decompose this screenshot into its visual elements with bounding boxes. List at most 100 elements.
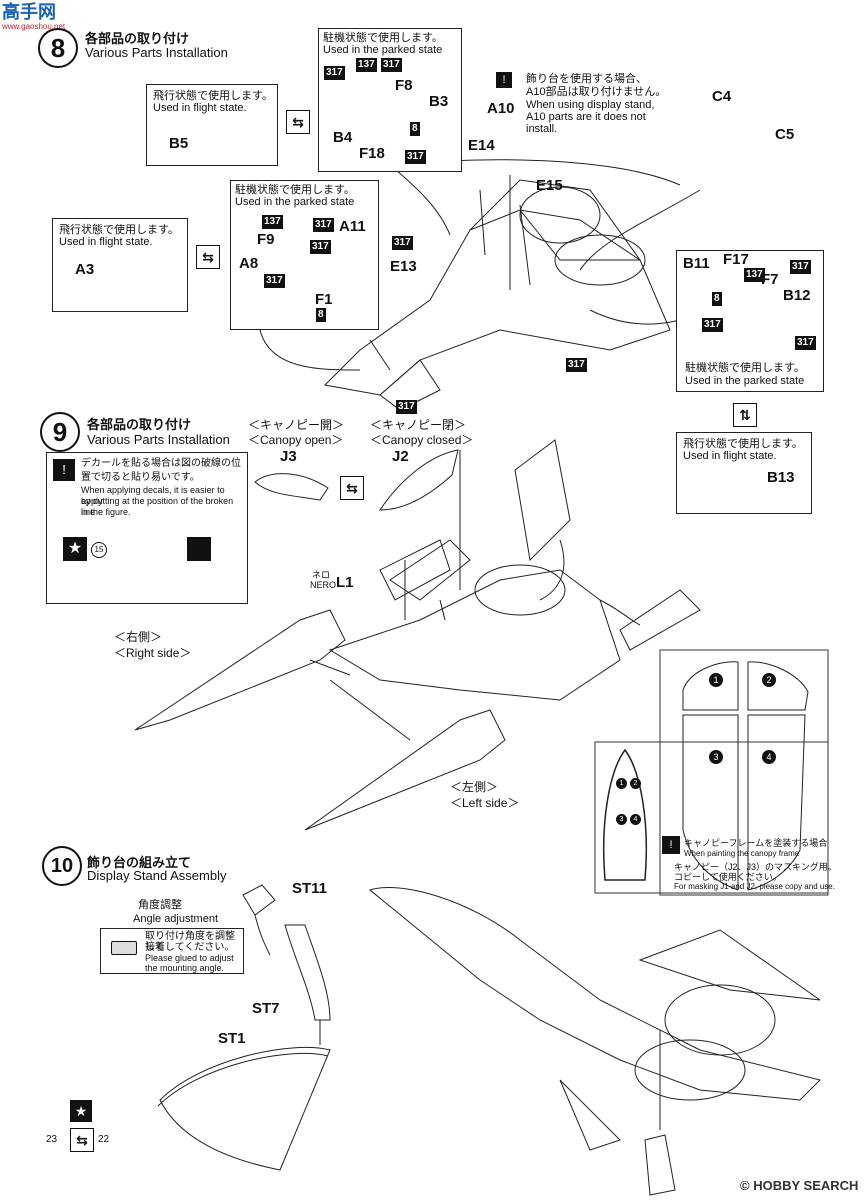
part-label-b12: B12 (783, 287, 811, 304)
glue-tube-icon (111, 941, 137, 955)
decal-note-jp1: デカールを貼る場合は図の破線の位 (81, 458, 241, 469)
part-label-c5: C5 (775, 126, 795, 143)
mask-label-1-small: 1 (616, 778, 627, 789)
decal-note-en3: in the figure. (81, 507, 131, 517)
flight-note-en: Used in flight state. (59, 236, 153, 248)
canopy-closed-jp: ＜キャノピー閉＞ (370, 418, 467, 432)
paint-code: 317 (396, 400, 417, 414)
step-number-10: 10 (42, 846, 82, 886)
info-icon: ! (496, 72, 512, 88)
parked-note-en: Used in the parked state (685, 375, 805, 387)
glue-note-en1: Please glued to adjust (145, 953, 234, 963)
decal-note-en2: by cutting at the position of the broken… (81, 496, 234, 517)
part-label-st7: ST7 (252, 1000, 280, 1017)
angle-jp: 角度調整 (138, 899, 182, 911)
paint-code: 317 (264, 274, 285, 288)
paint-code: 317 (795, 336, 816, 350)
part-label-e15: E15 (536, 177, 563, 194)
glue-note-jp2: 接着してください。 (145, 942, 235, 953)
paint-code: 317 (566, 358, 587, 372)
paint-code: 137 (262, 215, 283, 229)
info-icon: ! (53, 459, 75, 481)
part-label-f17: F17 (723, 251, 749, 268)
mask-label-2: 2 (762, 673, 776, 687)
decal-note-jp2: 置で切ると貼り易いです。 (81, 472, 200, 483)
pilot-name-jp: ネロ (312, 570, 331, 580)
star-icon: ★ (70, 1100, 92, 1122)
canopy-open-jp: ＜キャノピー開＞ (248, 418, 345, 432)
display-note-en3: install. (526, 123, 558, 135)
part-label-j3: J3 (280, 448, 297, 465)
left-side-pod (304, 709, 506, 831)
parked-state-box-2: 駐機状態で使用します。 Used in the parked state A11… (230, 180, 379, 330)
paint-code: 317 (381, 58, 402, 72)
swap-icon: ⇆ (286, 110, 310, 134)
part-label-f9: F9 (257, 231, 275, 248)
left-side-en: ＜Left side＞ (450, 796, 520, 810)
decal-note-en1: When applying decals, it is easier to ap… (81, 485, 225, 506)
part-label-j2: J2 (392, 448, 409, 465)
part-label-b11: B11 (683, 255, 710, 272)
parked-note-jp: 駐機状態で使用します。 (685, 362, 805, 374)
flight-note-jp: 飛行状態で使用します。 (153, 90, 273, 102)
step10-title-en: Display Stand Assembly (87, 868, 227, 883)
canopy-j3 (254, 473, 329, 501)
flight-state-box-b5: 飛行状態で使用します。 Used in flight state. B5 (146, 84, 278, 166)
part-label-a3: A3 (75, 261, 95, 278)
parked-note-jp: 駐機状態で使用します。 (235, 184, 355, 196)
step8-title-en: Various Parts Installation (85, 45, 228, 60)
decal-ref-23: 23 (46, 1134, 58, 1145)
angle-en: Angle adjustment (133, 913, 218, 925)
part-label-f1: F1 (315, 291, 333, 308)
part-label-b3: B3 (429, 93, 449, 110)
paint-code: 317 (392, 236, 413, 250)
part-label-b5: B5 (169, 135, 189, 152)
paint-code: 317 (790, 260, 811, 274)
mask-note-jp1: キャノピーフレームを塗装する場合 (684, 838, 828, 848)
canopy-open-en: ＜Canopy open＞ (248, 433, 344, 447)
watermark-logo: 高手网 www.gaoshou.net (2, 2, 72, 31)
pilot-name-en: NERO (310, 580, 337, 590)
info-icon: ! (662, 836, 680, 854)
stand-arm-st7 (284, 924, 331, 1021)
part-label-f7: F7 (761, 271, 779, 288)
part-label-c4: C4 (712, 88, 732, 105)
mask-note-en2: For masking J1 and J2, please copy and u… (674, 882, 835, 891)
paint-code: 137 (744, 268, 765, 282)
part-label-b13: B13 (767, 469, 795, 486)
step-number-9: 9 (40, 412, 80, 452)
part-label-f8: F8 (395, 77, 413, 94)
decal-number: 15 (91, 542, 107, 558)
decal-stripe-icon (187, 537, 211, 561)
part-label-a10: A10 (487, 100, 515, 117)
decal-note-box: ! デカールを貼る場合は図の破線の位 置で切ると貼り易いです。 When app… (46, 452, 248, 604)
right-side-jp: ＜右側＞ (114, 630, 163, 644)
mask-label-4-small: 4 (630, 814, 641, 825)
decal-ref-22: 22 (98, 1134, 110, 1145)
mask-note-en1: When painting the canopy frame (684, 849, 800, 858)
mask-label-3-small: 3 (616, 814, 627, 825)
display-note-en1: When using display stand, (526, 99, 655, 111)
paint-code: 317 (405, 150, 426, 164)
paint-code: 8 (712, 292, 722, 306)
flight-note-jp: 飛行状態で使用します。 (683, 438, 803, 450)
part-label-a8: A8 (239, 255, 259, 272)
display-note-jp1: 飾り台を使用する場合、 (526, 73, 647, 85)
step9-title-en: Various Parts Installation (87, 432, 230, 447)
part-label-st11: ST11 (292, 880, 328, 897)
footer-brand: © HOBBY SEARCH (740, 1178, 858, 1193)
paint-code: 137 (356, 58, 377, 72)
mask-label-4: 4 (762, 750, 776, 764)
paint-code: 317 (702, 318, 723, 332)
swap-icon: ⇅ (733, 403, 757, 427)
flight-state-box-b13: 飛行状態で使用します。 Used in flight state. B13 (676, 432, 812, 514)
flight-state-box-a3: 飛行状態で使用します。 Used in flight state. A3 (52, 218, 188, 312)
part-label-b4: B4 (333, 129, 353, 146)
mask-note-jp2: キャノピー（J2、J3）のマスキング用。 (674, 862, 837, 872)
flight-note-jp: 飛行状態で使用します。 (59, 224, 179, 236)
part-label-st1: ST1 (218, 1030, 246, 1047)
part-label-e14: E14 (468, 137, 495, 154)
paint-code: 317 (313, 218, 334, 232)
swap-icon: ⇆ (70, 1128, 94, 1152)
display-note-en2: A10 parts are it does not (526, 111, 646, 123)
